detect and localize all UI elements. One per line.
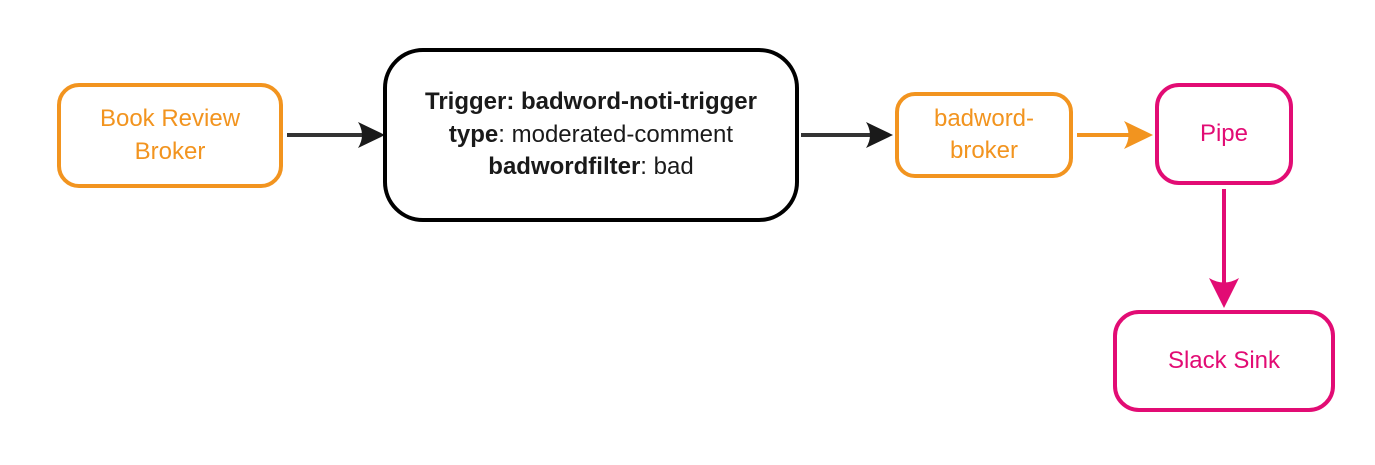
node-slack-sink-label: Slack Sink	[1167, 346, 1281, 374]
trigger-line-filter: badwordfilter: bad	[425, 151, 757, 183]
node-book-review-broker: Book Review Broker	[57, 83, 283, 188]
trigger-line-name: Trigger: badword-noti-trigger	[425, 88, 757, 116]
node-badword-broker: badword-broker	[895, 92, 1073, 178]
node-slack-sink: Slack Sink	[1113, 310, 1335, 412]
node-trigger-details: Trigger: badword-noti-trigger type: mode…	[383, 48, 799, 222]
trigger-details-text: Trigger: badword-noti-trigger type: mode…	[425, 86, 757, 183]
node-badword-broker-label: badword-broker	[933, 104, 1035, 164]
arrow-badword-broker-to-pipe	[1077, 121, 1153, 149]
arrow-pipe-to-slack-sink	[1209, 189, 1239, 308]
trigger-line-type: type: moderated-comment	[425, 119, 757, 151]
trigger-line-filter-key: badwordfilter	[488, 153, 641, 181]
node-pipe-label: Pipe	[1199, 119, 1249, 147]
trigger-line-type-value: : moderated-comment	[498, 120, 734, 148]
node-book-review-broker-label: Book Review Broker	[99, 105, 241, 165]
node-pipe: Pipe	[1155, 83, 1293, 185]
trigger-line-filter-value: : bad	[640, 153, 694, 181]
arrow-trigger-to-badword-broker	[801, 122, 893, 148]
arrow-book-review-broker-to-trigger	[287, 122, 385, 148]
trigger-line-type-key: type	[448, 120, 499, 148]
